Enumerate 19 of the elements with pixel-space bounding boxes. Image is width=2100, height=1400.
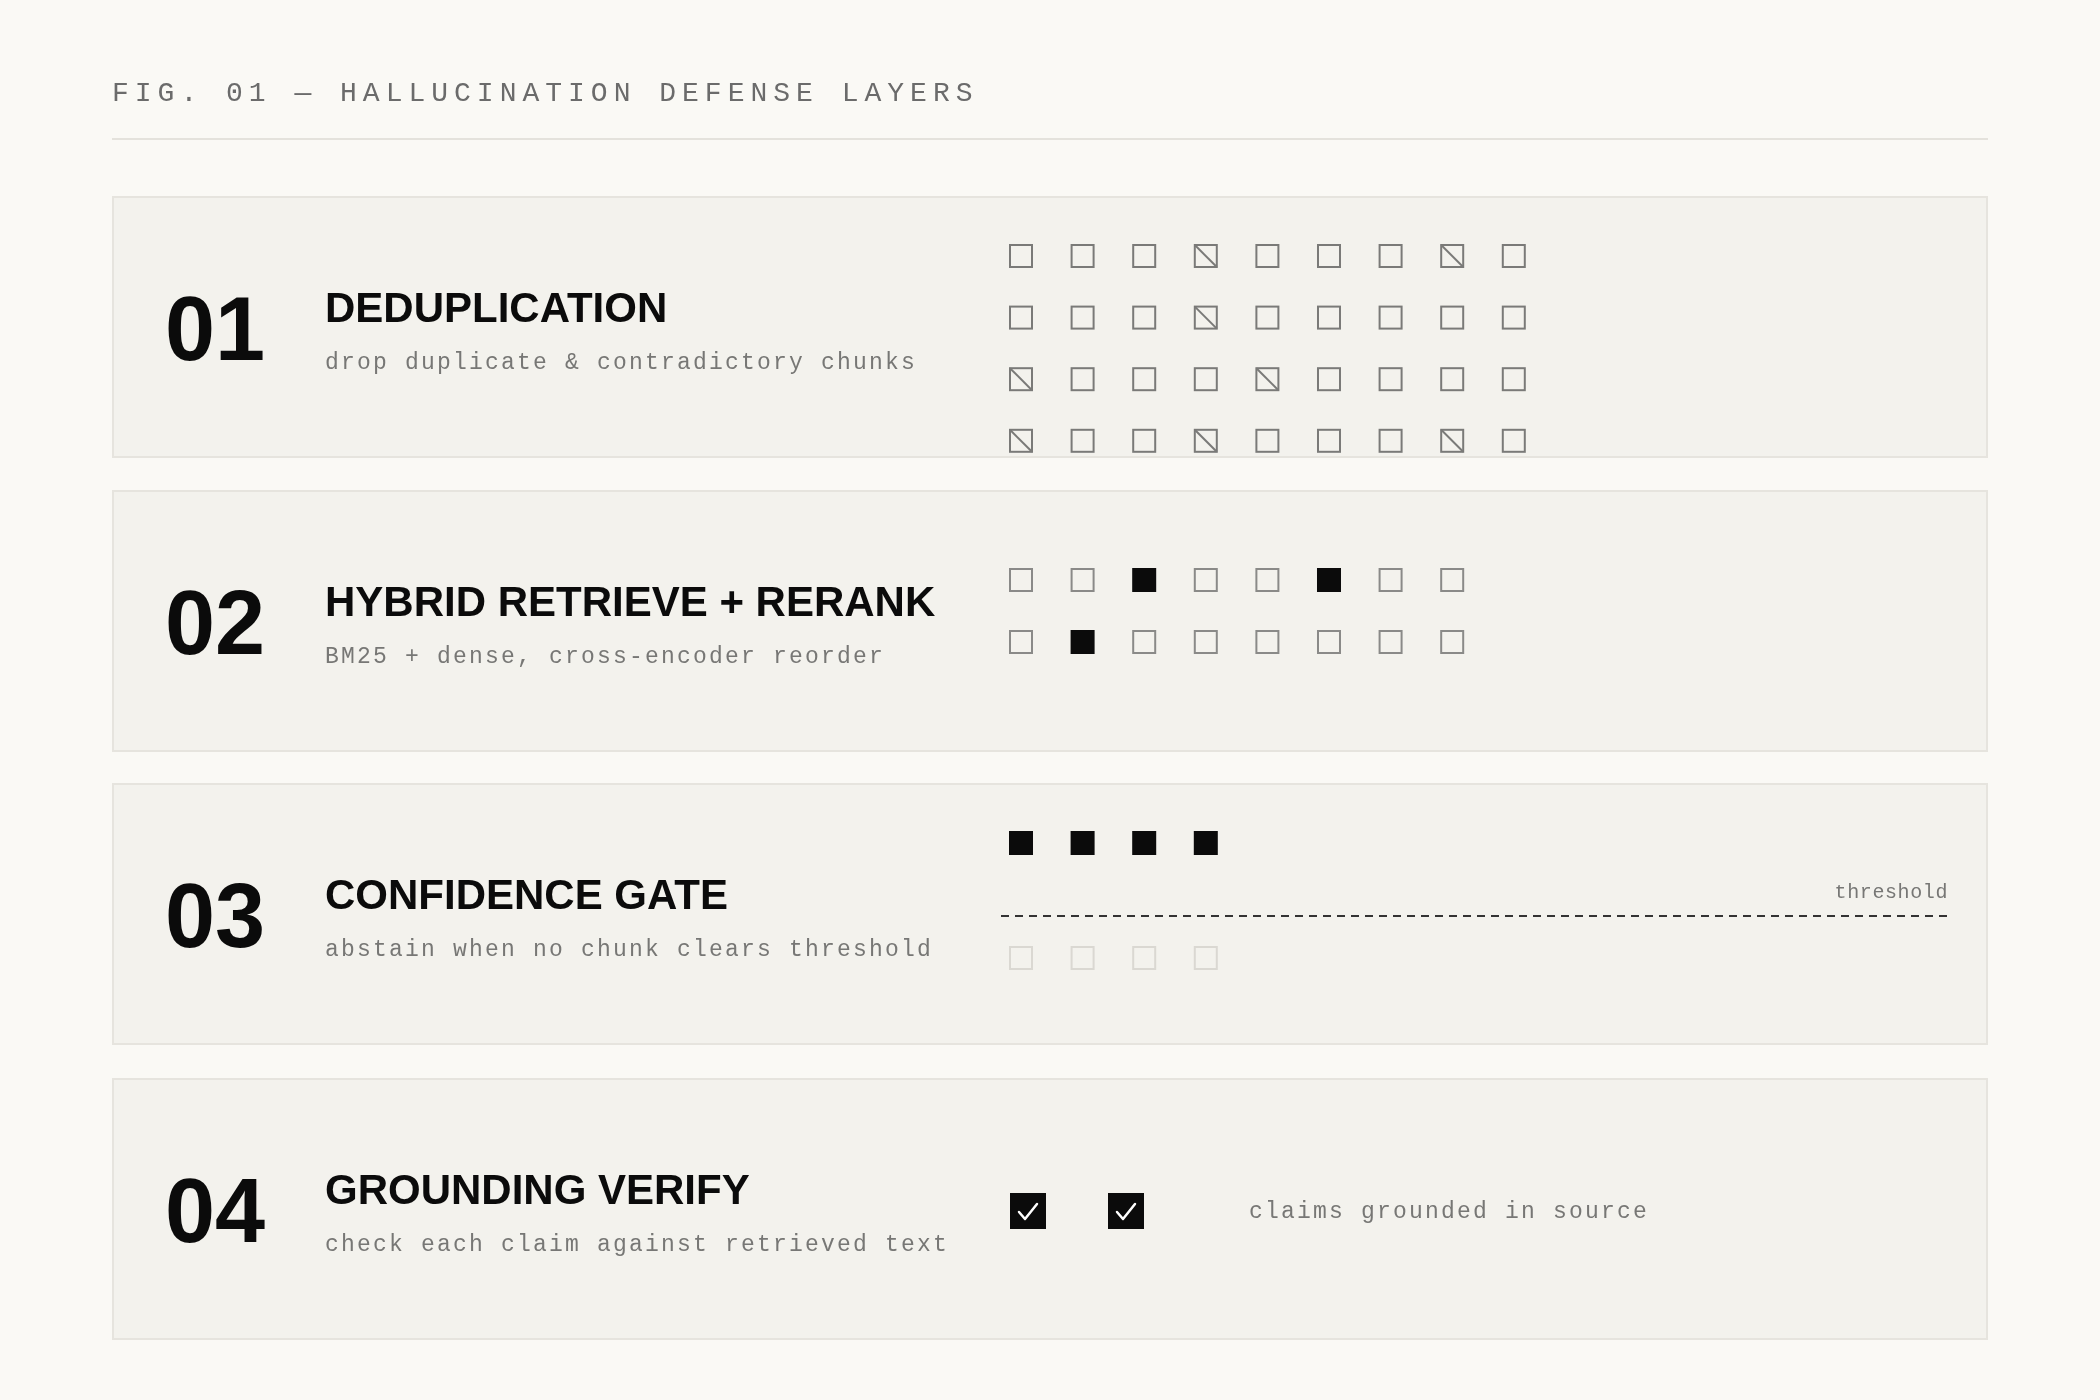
- layer-number: 01: [165, 284, 266, 374]
- threshold-label: threshold: [1834, 883, 1948, 903]
- layer-title: DEDUPLICATION: [325, 287, 668, 329]
- layer-panel: [112, 490, 1988, 752]
- layer-title: HYBRID RETRIEVE + RERANK: [325, 581, 936, 623]
- layer-title: GROUNDING VERIFY: [325, 1169, 750, 1211]
- layer-description: check each claim against retrieved text: [325, 1234, 950, 1257]
- layer-number: 02: [165, 578, 266, 668]
- figure-title: FIG. 01 — HALLUCINATION DEFENSE LAYERS: [112, 80, 979, 108]
- layer-number: 04: [165, 1166, 266, 1256]
- layer-panel: [112, 1078, 1988, 1340]
- layer-panel: [112, 783, 1988, 1045]
- layer-panel: [112, 196, 1988, 458]
- layer-description: abstain when no chunk clears threshold: [325, 939, 934, 962]
- layer-description: BM25 + dense, cross-encoder reorder: [325, 646, 886, 669]
- layer-number: 03: [165, 871, 266, 961]
- layer-title: CONFIDENCE GATE: [325, 874, 728, 916]
- layer-description: drop duplicate & contradictory chunks: [325, 352, 918, 375]
- result-note: claims grounded in source: [1249, 1201, 1650, 1224]
